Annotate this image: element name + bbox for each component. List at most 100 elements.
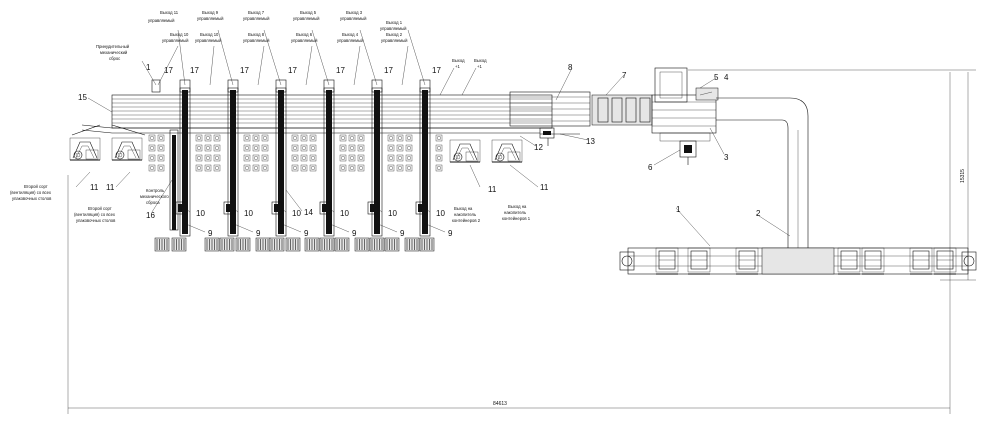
label-exit12: управляемый (148, 18, 175, 23)
label-exit-plus1-a: Выход (452, 58, 465, 63)
label-control-drop: Контроль (146, 188, 165, 193)
label-exit10-left: Выход 10 (170, 32, 189, 37)
label-exit7-sub: управляемый (243, 16, 270, 21)
callout-9-d: 9 (352, 229, 357, 238)
label-second-grade-b-l2: (вентиляция) со всех (74, 212, 116, 217)
label-exit4: Выход 4 (342, 32, 359, 37)
label-accumulator-2-l2: накопитель (454, 212, 477, 217)
label-exit-plus1-b-sub: +1 (477, 64, 482, 69)
label-accumulator-1: Выход на (508, 204, 527, 209)
callout-9-b: 9 (256, 229, 261, 238)
label-exit10-left-sub: управляемый (162, 38, 189, 43)
callout-9-c: 9 (304, 229, 309, 238)
label-exit5: Выход 5 (300, 10, 317, 15)
label-exit-plus1-a-sub: +1 (455, 64, 460, 69)
callout-11-b: 11 (106, 183, 115, 192)
label-accumulator-2-l3: контейнеров 2 (452, 218, 481, 223)
callout-10-e: 10 (388, 209, 397, 218)
label-exit1-sub: управляемый (380, 26, 407, 31)
label-second-grade-b-l3: упаковочных столов (76, 218, 116, 223)
label-control-drop-l2: механического (140, 194, 169, 199)
dimension-lines (67, 69, 976, 414)
label-exit8: Выход 8 (248, 32, 265, 37)
infeed-conveyor (509, 91, 653, 127)
callout-8: 8 (568, 63, 573, 72)
label-exit11: Выход 11 (160, 10, 179, 15)
label-exit7: Выход 7 (248, 10, 265, 15)
chute-heads (151, 79, 431, 93)
bottom-labels: Второй сорт (вентиляция) со всех упаково… (10, 184, 531, 223)
callout-17-d: 17 (288, 66, 297, 75)
motors (175, 201, 427, 215)
dimension-length: 84613 (493, 401, 507, 407)
label-accumulator-2: Выход на (454, 206, 473, 211)
main-conveyor (81, 94, 553, 134)
label-exit9: Выход 9 (202, 10, 219, 15)
callout-17-a: 17 (164, 66, 173, 75)
dimension-height: 15315 (960, 169, 966, 183)
label-exit3: Выход 3 (346, 10, 363, 15)
label-exit6-sub: управляемый (291, 38, 318, 43)
label-exit8-sub: управляемый (243, 38, 270, 43)
label-second-grade-a-l3: упаковочных столов (12, 196, 52, 201)
label-exit10: Выход 10 (200, 32, 219, 37)
label-exit2-sub: управляемый (381, 38, 408, 43)
label-forced-drop: Принудительный (96, 44, 130, 49)
callout-13: 13 (586, 137, 595, 146)
callout-10-b: 10 (244, 209, 253, 218)
palletizer-robot-icon (69, 124, 523, 163)
callout-9-e: 9 (400, 229, 405, 238)
label-forced-drop-l2: механический (100, 50, 128, 55)
callout-10-a: 10 (196, 209, 205, 218)
callout-10-c: 10 (292, 209, 301, 218)
label-exit-plus1-b: Выход (474, 58, 487, 63)
label-exit2: Выход 2 (386, 32, 403, 37)
machine-block (651, 67, 719, 165)
label-exit4-sub: управляемый (337, 38, 364, 43)
callout-17-c: 17 (240, 66, 249, 75)
callout-17-f: 17 (384, 66, 393, 75)
callout-11-c: 11 (488, 185, 497, 194)
callout-12: 12 (534, 143, 543, 152)
callout-17-e: 17 (336, 66, 345, 75)
label-second-grade-a-l2: (вентиляция) со всех (10, 190, 52, 195)
callout-17-b: 17 (190, 66, 199, 75)
leader-lines (75, 29, 791, 247)
callout-9-f: 9 (448, 229, 453, 238)
callout-10-d: 10 (340, 209, 349, 218)
top-labels: Выход 11 управляемый Выход 9 управляемый… (96, 10, 487, 69)
label-second-grade-a: Второй сорт (24, 184, 48, 189)
callout-1: 1 (146, 63, 151, 72)
callout-9-a: 9 (208, 229, 213, 238)
label-exit3-sub: управляемый (340, 16, 367, 21)
callout-5: 5 (714, 73, 719, 82)
label-accumulator-1-l3: контейнеров 1 (502, 216, 531, 221)
callout-1b: 1 (676, 205, 681, 214)
callout-4: 4 (724, 73, 729, 82)
callout-15: 15 (78, 93, 87, 102)
callout-2: 2 (756, 209, 761, 218)
callout-11-a: 11 (90, 183, 99, 192)
callout-11-d: 11 (540, 183, 549, 192)
label-forced-drop-l3: сброс (109, 56, 120, 61)
callout-7: 7 (622, 71, 627, 80)
label-control-drop-l3: сброса (146, 200, 160, 205)
callout-10-f: 10 (436, 209, 445, 218)
callout-16: 16 (146, 211, 155, 220)
label-exit10-sub: управляемый (195, 38, 222, 43)
label-exit6: Выход 6 (296, 32, 313, 37)
callout-14: 14 (304, 208, 313, 217)
callout-3: 3 (724, 153, 729, 162)
packing-branches (148, 87, 443, 237)
duct-pipe (716, 97, 809, 250)
label-exit5-sub: управляемый (293, 16, 320, 21)
label-exit1: Выход 1 (386, 20, 403, 25)
callout-6: 6 (648, 163, 653, 172)
lower-line (619, 247, 977, 275)
callout-17-g: 17 (432, 66, 441, 75)
label-second-grade-b: Второй сорт (88, 206, 112, 211)
callout-numbers: 15 1 17 17 17 17 17 17 17 8 7 5 4 3 6 1 … (78, 63, 761, 238)
pallet-stack-icon (154, 237, 435, 252)
label-accumulator-1-l2: накопитель (504, 210, 527, 215)
